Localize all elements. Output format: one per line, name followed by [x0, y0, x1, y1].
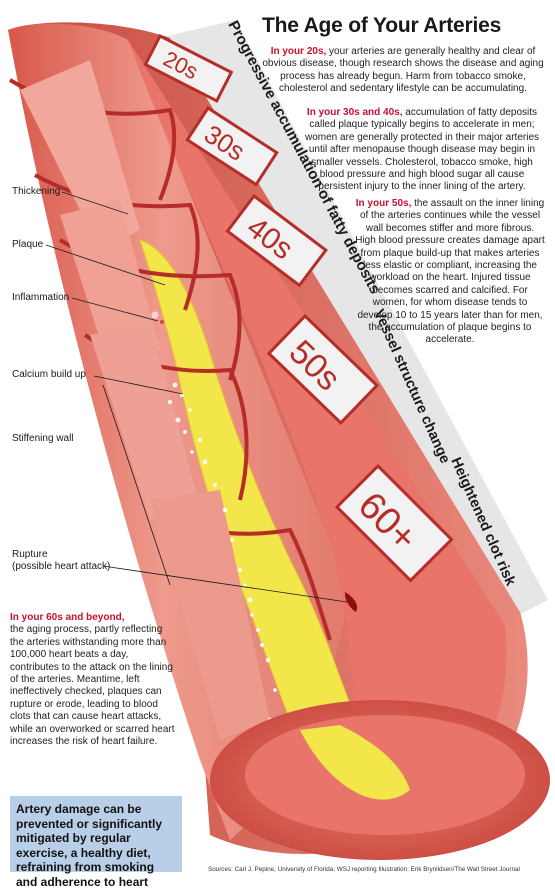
paragraph-30s-body: accumulation of fatty deposits called pl… [305, 107, 539, 193]
wall-cut-edge [90, 325, 200, 520]
stage-block-40s: 40s [225, 193, 328, 288]
credits: Sources: Carl J. Pepine, University of F… [208, 866, 520, 873]
wall-cut-edge [150, 490, 270, 740]
paragraph-20s: In your 20s, your arteries are generally… [262, 46, 544, 96]
artery-lumen [128, 40, 507, 831]
paragraph-20s-highlight: In your 20s, [270, 46, 327, 57]
label-rupture: Rupture(possible heart attack) [12, 549, 110, 573]
paragraph-30s-40s: In your 30s and 40s, accumulation of fat… [300, 107, 544, 194]
paragraph-50s-highlight: In your 50s, [355, 198, 412, 209]
label-rupture-line1: Rupture [12, 549, 48, 560]
plaque-cross-section [300, 725, 410, 800]
label-inflammation: Inflammation [12, 292, 70, 303]
paragraph-20s-body: your arteries are generally healthy and … [262, 46, 544, 95]
leader-lines [45, 191, 348, 603]
paragraph-60s-highlight: In your 60s and beyond, [10, 612, 125, 623]
label-calcium-build-up: Calcium build up [12, 369, 86, 380]
paragraph-50s-body: the assault on the inner lining of the a… [355, 198, 545, 346]
label-plaque: Plaque [12, 239, 44, 250]
label-thickening: Thickening [12, 186, 61, 197]
paragraph-60s: In your 60s and beyond, the aging proces… [10, 612, 178, 748]
page-title: The Age of Your Arteries [262, 14, 502, 37]
calcium-deposits [151, 311, 322, 782]
paragraph-60s-body: the aging process, partly reflecting the… [10, 624, 175, 748]
paragraph-30s-highlight: In your 30s and 40s, [306, 107, 403, 118]
paragraph-50s: In your 50s, the assault on the inner li… [355, 198, 545, 347]
label-stiffening-wall: Stiffening wall [12, 433, 74, 444]
rupture-spot [344, 592, 358, 612]
prevention-box: Artery damage can be prevented or signif… [10, 796, 182, 892]
label-rupture-line2: (possible heart attack) [12, 561, 111, 572]
